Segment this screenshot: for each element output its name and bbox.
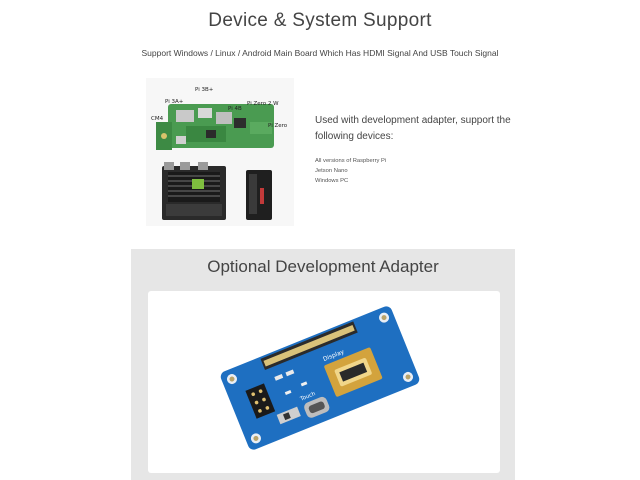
- development-adapter-image: Display Touch: [210, 298, 430, 458]
- supported-boards-image: Pi 3B+ Pi 3A+ Pi 4B Pi Zero 2 W CM4 Pi Z…: [146, 78, 294, 226]
- label-pi3bplus: Pi 3B+: [195, 87, 214, 93]
- label-pizero: Pi Zero: [268, 123, 288, 129]
- label-cm4: CM4: [151, 116, 164, 122]
- adapter-pcb: [220, 306, 420, 450]
- label-pizero2w: Pi Zero 2 W: [247, 101, 279, 107]
- device-list: All versions of Raspberry Pi Jetson Nano…: [315, 156, 386, 186]
- used-with-description: Used with development adapter, support t…: [315, 115, 511, 142]
- list-item: Windows PC: [315, 178, 349, 184]
- section-subtitle: Support Windows / Linux / Android Main B…: [141, 48, 499, 58]
- pin-header: [245, 383, 276, 419]
- usb-c-port: [304, 396, 330, 418]
- section-title-device-support: Device & System Support: [208, 10, 432, 31]
- label-pi3aplus: Pi 3A+: [165, 99, 184, 105]
- section-title-adapter: Optional Development Adapter: [207, 257, 439, 276]
- hdmi-port: [324, 347, 383, 397]
- windows-pc-image: [246, 170, 272, 220]
- jetson-nano-image: [162, 162, 226, 220]
- list-item: Jetson Nano: [315, 168, 348, 174]
- list-item: All versions of Raspberry Pi: [315, 158, 387, 164]
- label-pi4b: Pi 4B: [228, 106, 242, 112]
